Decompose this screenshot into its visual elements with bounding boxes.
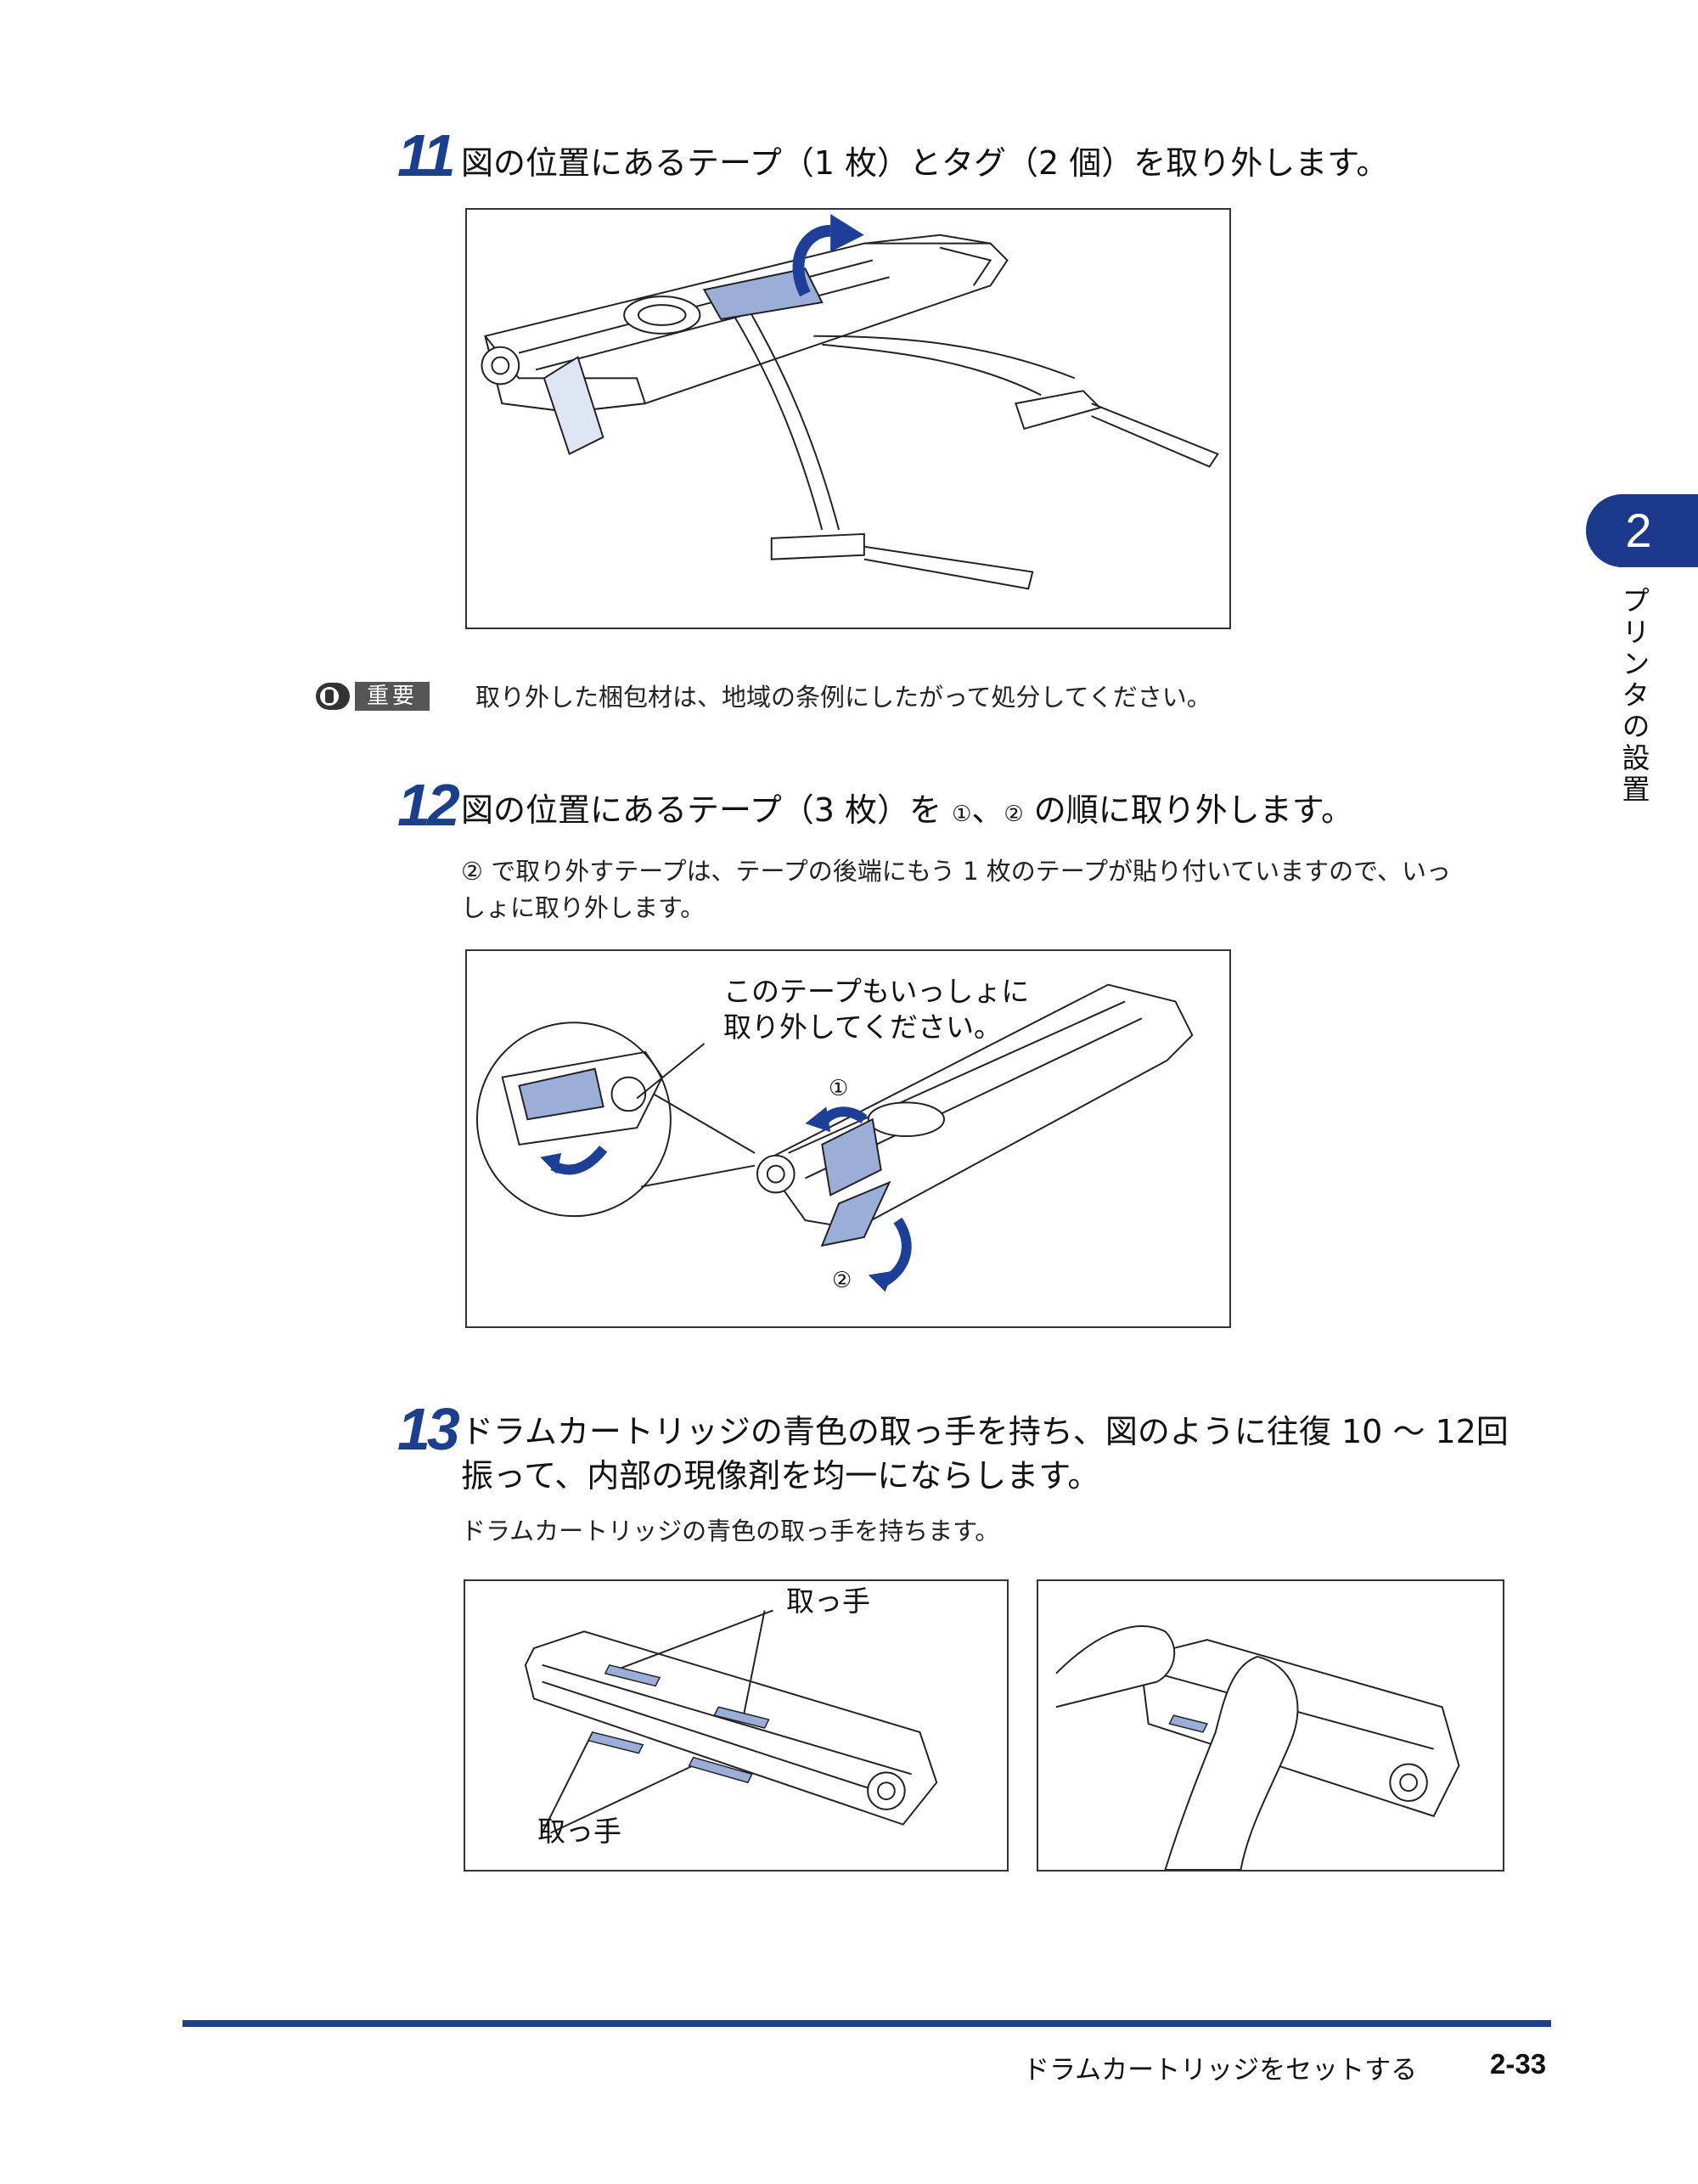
step-11-title: 図の位置にあるテープ（1 枚）とタグ（2 個）を取り外します。 xyxy=(461,144,1389,182)
hands-holding-cartridge-illustration xyxy=(1055,1625,1460,1870)
cartridge-handles-illustration xyxy=(524,1609,938,1834)
step-12-desc-circle: ② xyxy=(461,857,483,886)
step-13-title-line1: ドラムカートリッジの青色の取っ手を持ち、図のように往復 10 ～ 12回 xyxy=(461,1413,1509,1450)
chapter-number: 2 xyxy=(1625,504,1652,557)
marker-2: ② xyxy=(832,1268,852,1293)
chapter-tab xyxy=(1586,494,1698,567)
important-text: 取り外した梱包材は、地域の条例にしたがって処分してください。 xyxy=(475,683,1212,712)
handle-label-bottom: 取っ手 xyxy=(537,1815,621,1848)
figure-step-12 xyxy=(465,949,1231,1328)
step-12-desc-text: で取り外すテープは、テープの後端にもう 1 枚のテープが貼り付いていますので、い… xyxy=(483,857,1451,886)
step-13-desc: ドラムカートリッジの青色の取っ手を持ちます。 xyxy=(461,1517,1000,1545)
step-12-desc-line1: ② で取り外すテープは、テープの後端にもう 1 枚のテープが貼り付いていますので… xyxy=(461,853,1451,890)
figure-step-13-handles xyxy=(464,1579,1009,1872)
footer-rule xyxy=(183,2020,1551,2027)
callout-line-1: このテープもいっしょに xyxy=(723,975,1030,1008)
cartridge-tape-removal-illustration xyxy=(475,983,1194,1292)
step-12-title-part-a: 図の位置にあるテープ（3 枚）を xyxy=(461,791,953,829)
cartridge-tape-tag-illustration xyxy=(481,213,1219,590)
step-12-desc-line2: しょに取り外します。 xyxy=(461,893,706,922)
figure-step-13-hands xyxy=(1037,1579,1504,1872)
chapter-title: プリンタの設置 xyxy=(1617,586,1650,806)
step-12-title: 図の位置にあるテープ（3 枚）を ①、② の順に取り外します。 xyxy=(461,788,1353,836)
step-12-circle-2: ② xyxy=(1004,802,1024,827)
marker-1: ① xyxy=(829,1076,849,1101)
important-badge: 重要 xyxy=(316,682,435,711)
step-13-title-line2: 振って、内部の現像剤を均一にならします。 xyxy=(461,1457,1100,1494)
footer-page-number: 2-33 xyxy=(1490,2048,1547,2080)
handle-label-top: 取っ手 xyxy=(786,1585,870,1618)
step-11-number: 11 xyxy=(397,122,456,189)
step-13-number: 13 xyxy=(397,1396,460,1462)
step-12-circle-1: ① xyxy=(952,802,972,827)
step-12-number: 12 xyxy=(397,772,460,838)
important-label: 重要 xyxy=(355,682,430,711)
step-12-separator: 、 xyxy=(971,791,1004,829)
footer-section-title: ドラムカートリッジをセットする xyxy=(1023,2055,1418,2085)
hand-stop-icon xyxy=(316,683,350,710)
step-12-title-part-b: の順に取り外します。 xyxy=(1023,791,1353,829)
callout-line-2: 取り外してください。 xyxy=(723,1010,1003,1044)
figure-step-11 xyxy=(465,208,1231,629)
